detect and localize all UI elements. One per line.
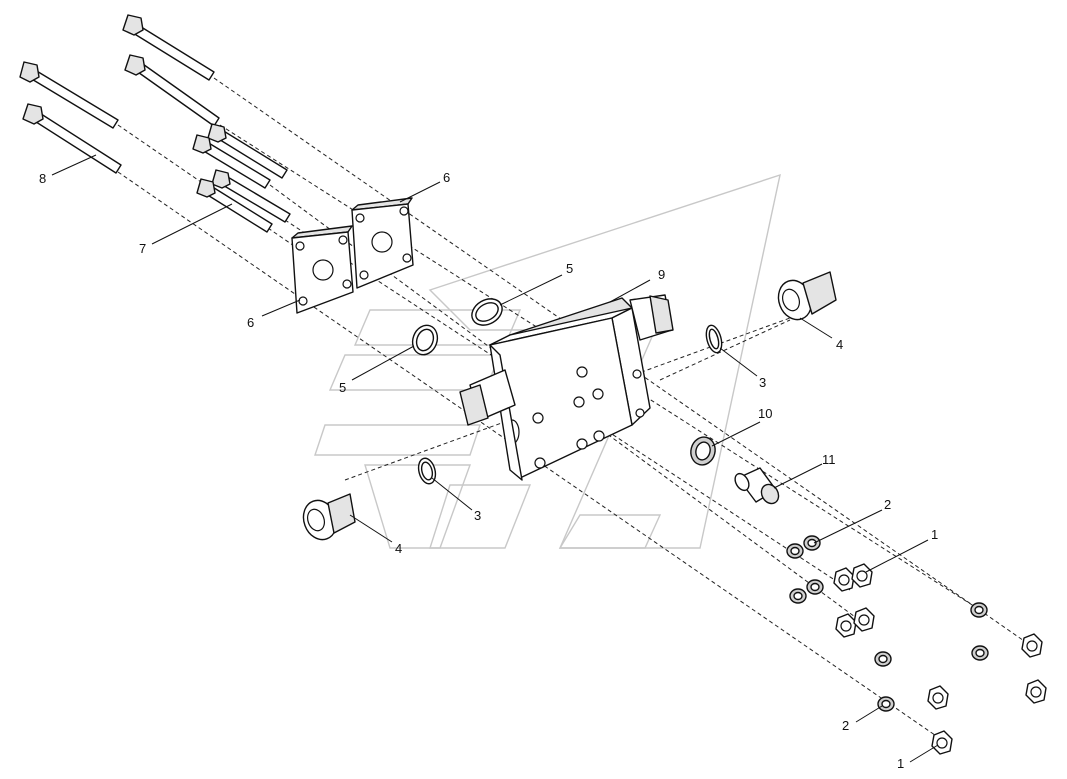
o-rings: [411, 298, 723, 485]
callout-6-left: 6: [247, 315, 254, 330]
callout-6-top: 6: [443, 170, 450, 185]
callout-4-right: 4: [836, 337, 843, 352]
callout-labels: 1 1 2 2 3 3 4 4 5 5 6 6 7 8 9 10 11: [39, 170, 938, 771]
callout-2-bottom: 2: [842, 718, 849, 733]
fitting-4: [302, 271, 837, 541]
valve-block-9: [459, 294, 674, 481]
callout-1-top: 1: [931, 527, 938, 542]
callout-3-right: 3: [759, 375, 766, 390]
nuts-1: [833, 563, 1047, 755]
callout-7: 7: [139, 241, 146, 256]
fitting-11: [734, 467, 780, 505]
washers-2: [786, 535, 989, 712]
callout-9: 9: [658, 267, 665, 282]
callout-5-left: 5: [339, 380, 346, 395]
long-bolt-8: [19, 14, 220, 174]
callout-8: 8: [39, 171, 46, 186]
callout-leaders: [51, 154, 939, 763]
callout-10: 10: [758, 406, 772, 421]
callout-3-left: 3: [474, 508, 481, 523]
callout-1-bottom: 1: [897, 756, 904, 771]
callout-4-left: 4: [395, 541, 402, 556]
flange-6: [291, 197, 414, 314]
callout-11: 11: [822, 452, 836, 467]
watermark-logo: [314, 173, 781, 549]
callout-5-top: 5: [566, 261, 573, 276]
short-bolt-7: [192, 123, 291, 233]
callout-2-top: 2: [884, 497, 891, 512]
